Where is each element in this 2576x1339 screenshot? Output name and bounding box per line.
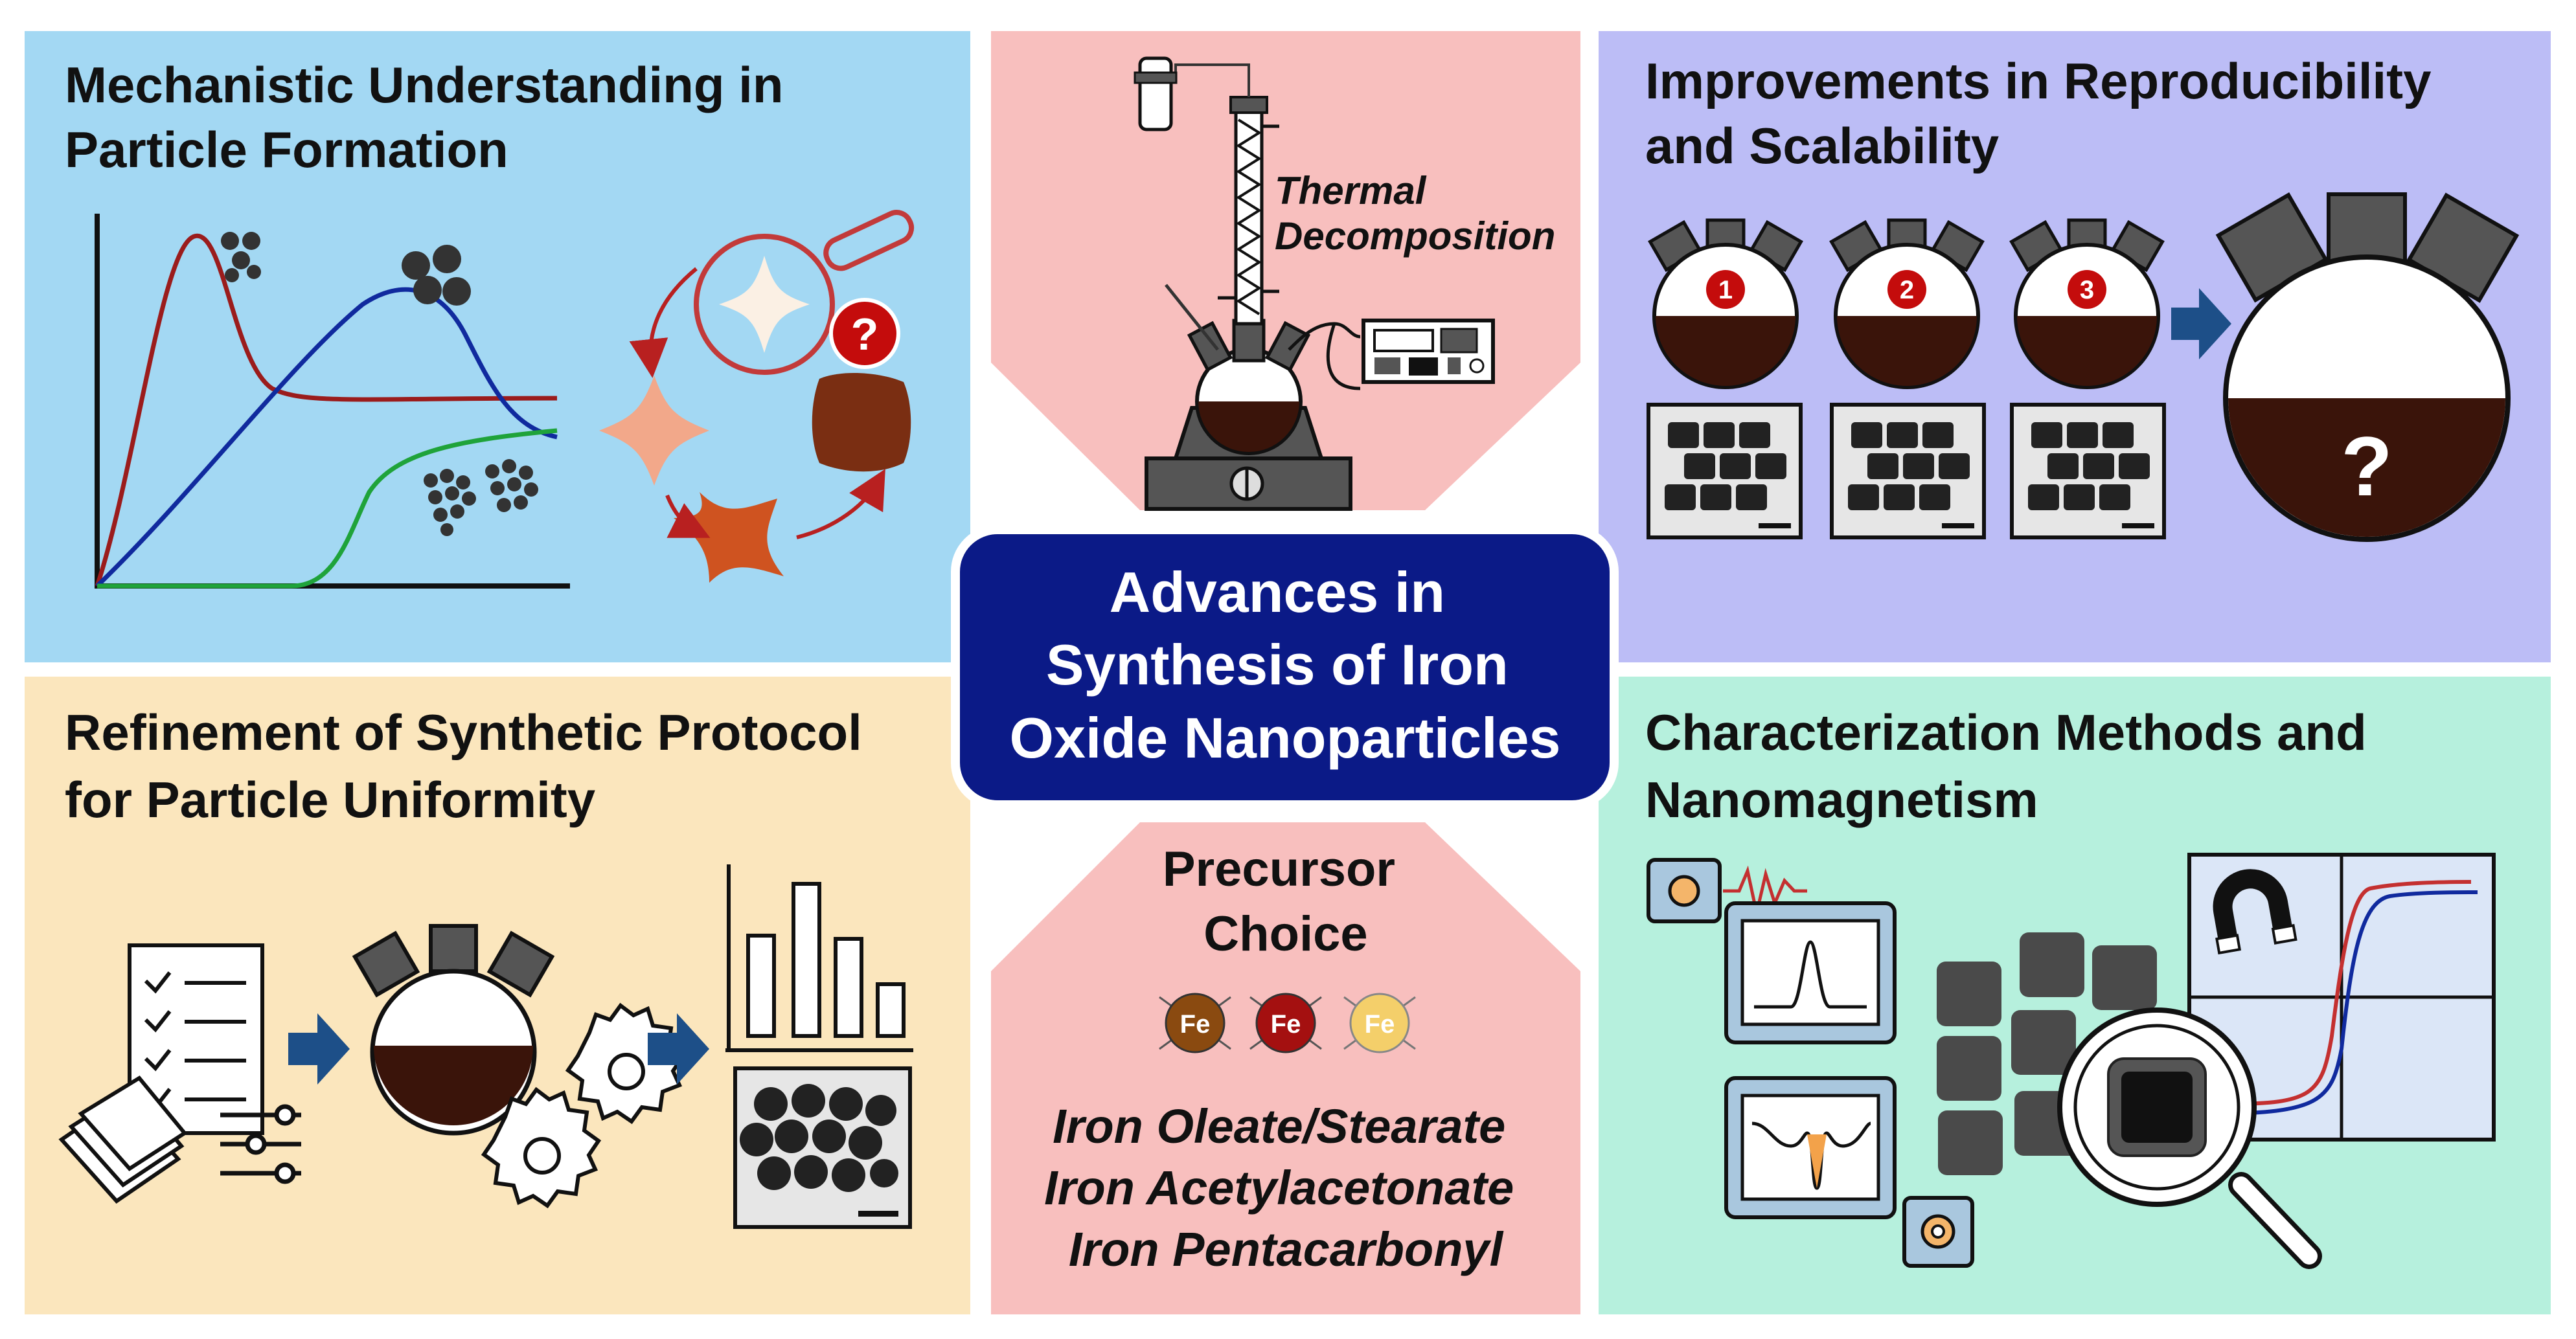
paper-stack-icon xyxy=(58,1075,188,1204)
characterization-title-line: Characterization Methods and xyxy=(1645,704,2367,761)
characterization-title: Characterization Methods and Nanomagneti… xyxy=(1645,704,2381,828)
fe-label: Fe xyxy=(1180,1010,1211,1039)
precursor-title-line: Choice xyxy=(1203,906,1367,962)
uniform-particles-tem xyxy=(733,1066,912,1229)
separator-wedge xyxy=(970,677,1140,1314)
fe-complex-red xyxy=(1249,993,1322,1053)
question-mark: ? xyxy=(851,309,879,359)
separator-wedge xyxy=(1425,677,1599,1314)
flask-number: 2 xyxy=(1900,276,1914,304)
synthesis-flask xyxy=(352,924,555,1136)
thermocouple xyxy=(1165,284,1219,351)
gear-icon xyxy=(481,1086,602,1209)
hysteresis-red xyxy=(2228,880,2472,1106)
precursor-panel-bg xyxy=(991,822,1580,1314)
lamer-plot xyxy=(95,214,570,589)
magnetization-plot xyxy=(2187,853,2496,1142)
magnifier-handle xyxy=(823,210,915,271)
slider-controls-icon xyxy=(220,1104,301,1184)
center-title-line: Advances in xyxy=(1110,560,1445,624)
precursor-title-line: Precursor xyxy=(1163,842,1395,897)
condenser-coil xyxy=(1236,118,1262,315)
star-particle-light xyxy=(719,256,810,353)
large-flask xyxy=(2215,192,2520,542)
question-badge xyxy=(829,298,900,369)
gas-line xyxy=(1174,63,1250,97)
magnifier-icon xyxy=(2057,1007,2322,1269)
nanocube-cluster xyxy=(1937,932,2157,1175)
protocol-checklist xyxy=(128,943,264,1135)
mechanistic-title-line: Particle Formation xyxy=(65,121,508,178)
batch-flask-3 xyxy=(2009,218,2165,389)
characterization-title-line: Nanomagnetism xyxy=(1645,771,2038,828)
reproducibility-title-line: Improvements in Reproducibility xyxy=(1645,52,2432,109)
bubbler xyxy=(1138,56,1173,131)
thermal-apparatus xyxy=(1134,56,1495,511)
scale-up-arrow xyxy=(2171,288,2231,359)
fe-complex-gold xyxy=(1343,993,1416,1053)
green-curve xyxy=(97,428,558,589)
precursor-list: Iron Oleate/Stearate Iron Acetylacetonat… xyxy=(1044,1099,1527,1276)
tem-image-1 xyxy=(1647,403,1803,539)
hysteresis-blue xyxy=(2211,890,2478,1116)
fe-label: Fe xyxy=(1271,1010,1301,1039)
flask-neck-right xyxy=(1264,321,1311,372)
size-histogram xyxy=(725,864,913,1052)
flask-liquid xyxy=(1198,401,1299,452)
precursor-title: Precursor Choice xyxy=(1163,842,1409,962)
fe-label: Fe xyxy=(1365,1010,1395,1039)
refinement-title: Refinement of Synthetic Protocol for Par… xyxy=(65,704,876,828)
monomer-cluster-small xyxy=(221,232,261,282)
center-title: Advances in Synthesis of Iron Oxide Nano… xyxy=(1010,560,1561,770)
reproducibility-title-line: and Scalability xyxy=(1645,117,1999,174)
spectroscopy-source-icon xyxy=(1647,858,1722,923)
shape-evolution-cycle: ? xyxy=(599,210,915,583)
fe-complex-brown xyxy=(1159,993,1231,1053)
thermal-label-line: Decomposition xyxy=(1275,214,1555,258)
red-curve xyxy=(95,233,558,587)
mechanistic-title: Mechanistic Understanding in Particle Fo… xyxy=(65,56,797,178)
star-particle-peach xyxy=(599,376,709,486)
magnifier-lens xyxy=(694,234,835,375)
signal-wave xyxy=(1723,865,1807,914)
refine-arrow-2 xyxy=(648,1013,709,1085)
cube-particle-brown xyxy=(812,372,911,472)
precursor-item: Iron Oleate/Stearate xyxy=(1053,1099,1505,1153)
mechanistic-title-line: Mechanistic Understanding in xyxy=(65,56,783,113)
large-flask-question: ? xyxy=(2341,419,2392,513)
mechanistic-panel-bg xyxy=(25,31,970,662)
particle-cluster-left xyxy=(424,469,476,536)
precursor-item: Iron Pentacarbonyl xyxy=(1069,1222,1504,1276)
center-title-box xyxy=(951,525,1619,809)
refine-arrow-1 xyxy=(288,1013,350,1085)
blue-curve xyxy=(95,287,558,588)
dip-spectrum-screen xyxy=(1724,1076,1897,1219)
center-title-line: Oxide Nanoparticles xyxy=(1010,706,1561,770)
refinement-title-line: for Particle Uniformity xyxy=(65,771,595,828)
flask-neck-center xyxy=(1232,319,1266,363)
cycle-arrow xyxy=(796,469,885,539)
thermal-label-line: Thermal xyxy=(1275,169,1427,212)
cycle-arrow xyxy=(665,494,711,538)
magnet-icon xyxy=(2213,869,2297,955)
peak-spectrum-screen xyxy=(1724,901,1897,1044)
nuclei-cluster xyxy=(402,245,471,306)
batch-flask-2 xyxy=(1829,218,1985,389)
detector-icon xyxy=(1902,1196,1974,1268)
flask-number: 1 xyxy=(1718,276,1733,304)
particle-cluster-right xyxy=(485,459,538,512)
refinement-title-line: Refinement of Synthetic Protocol xyxy=(65,704,862,761)
thermal-label: Thermal Decomposition xyxy=(1275,169,1555,258)
precursor-item: Iron Acetylacetonate xyxy=(1044,1161,1514,1215)
batch-flask-1 xyxy=(1648,218,1803,389)
flask-number: 3 xyxy=(2080,276,2094,304)
center-title-line: Synthesis of Iron xyxy=(1046,633,1509,697)
reproducibility-title: Improvements in Reproducibility and Scal… xyxy=(1645,52,2445,174)
tem-image-2 xyxy=(1830,403,1986,539)
cycle-arrow xyxy=(629,267,698,378)
tem-image-3 xyxy=(2010,403,2166,539)
